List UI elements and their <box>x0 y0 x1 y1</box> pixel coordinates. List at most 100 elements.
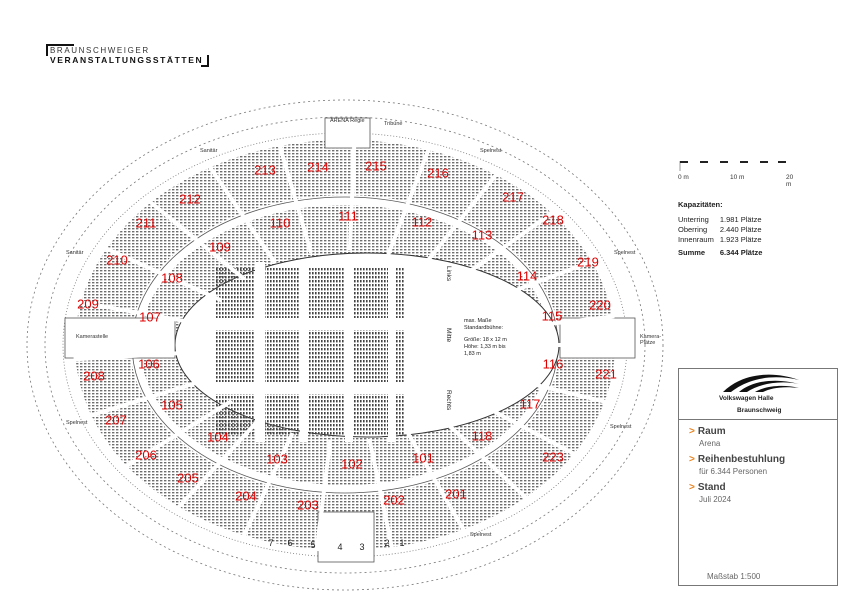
section-divider <box>148 199 246 281</box>
stage-line: max. Maße <box>464 318 492 324</box>
room-block: >Raum Arena <box>689 426 837 448</box>
upper-section-label: 213 <box>254 162 276 178</box>
logo-bracket <box>201 55 210 67</box>
entrance-block-label: 6 <box>287 538 293 548</box>
section-divider <box>78 299 209 328</box>
capacity-value: 1.981 Plätze <box>719 215 762 224</box>
lower-section-label: 114 <box>516 268 538 284</box>
upper-section-label: 203 <box>297 497 319 513</box>
section-divider <box>314 439 333 552</box>
brand-header: Volkswagen Halle Braunschweig <box>679 369 837 420</box>
scale-label: 0 m <box>678 174 689 181</box>
upper-section-label: 223 <box>542 449 564 465</box>
status-label: Stand <box>697 482 726 493</box>
upper-section-label: 202 <box>383 492 405 508</box>
chevron-right-icon: > <box>689 454 695 465</box>
stage-line: 1,83 m <box>464 351 481 357</box>
lower-section-label: 111 <box>338 208 358 224</box>
arena-regie-label: ARENA Regie <box>330 118 365 124</box>
entrance-block-label: 2 <box>384 538 390 548</box>
stage-dimensions: max. Maße Standardbühne: Größe: 18 x 12 … <box>464 318 507 358</box>
scale-label: 20 m <box>786 174 794 188</box>
upper-section-label: 201 <box>445 486 467 502</box>
capacity-name: Innenraum <box>678 235 714 244</box>
entrance-block-label: 7 <box>268 538 274 548</box>
section-dividers <box>73 138 617 552</box>
upper-section-label: 206 <box>135 447 157 463</box>
spot-label: Spelnest <box>66 420 88 426</box>
section-divider <box>88 375 215 418</box>
spot-label: Spelnest <box>480 148 502 154</box>
seating-label: Reihenbestuhlung <box>697 454 786 465</box>
sanitary-label: Sanitär <box>200 148 218 154</box>
capacity-name: Unterring <box>678 215 709 224</box>
stage-line: Höhe: 1,33 m bis <box>464 344 506 350</box>
upper-section-label: 218 <box>542 212 564 228</box>
section-divider <box>437 414 529 501</box>
brand-city: Braunschweig <box>737 407 782 414</box>
lower-section-label: 103 <box>266 451 288 467</box>
spot-label: Spelnest <box>610 424 632 430</box>
spot-label: Spelnest <box>614 250 636 256</box>
section-divider <box>176 418 261 510</box>
lower-section-label: 118 <box>471 428 493 444</box>
logo-bracket <box>46 44 74 56</box>
section-divider <box>367 438 395 550</box>
section-divider <box>207 164 277 264</box>
lower-section-label: 108 <box>161 270 183 286</box>
upper-section-label: 212 <box>179 191 201 207</box>
lower-section-label: 115 <box>541 308 563 324</box>
camera-left-label: Kamerastelle <box>76 334 109 340</box>
entrances <box>64 117 636 563</box>
lower-section-label: 110 <box>269 215 291 231</box>
upper-section-label: 207 <box>105 412 127 428</box>
capacity-row: Unterring 1.981 Plätze <box>678 215 768 225</box>
lower-section-label: 102 <box>341 456 363 472</box>
upper-section-label: 204 <box>235 488 257 504</box>
section-divider <box>104 245 223 303</box>
entrance-block-label: 1 <box>399 538 405 548</box>
lower-section-label: 105 <box>161 397 183 413</box>
capacity-value: 1.923 Plätze <box>719 235 762 244</box>
lower-section-label: 116 <box>542 356 564 372</box>
brand-swoosh-logo <box>723 374 799 392</box>
upper-section-label: 217 <box>502 189 524 205</box>
upper-section-label: 211 <box>135 215 157 231</box>
venue-logo: BRAUNSCHWEIGER VERANSTALTUNGSSTÄTTEN <box>46 44 210 67</box>
lower-section-label: 112 <box>411 214 433 230</box>
aisles <box>255 262 396 442</box>
floor-block-right: Rechts <box>445 390 452 411</box>
lower-section-label: 107 <box>139 309 161 325</box>
scale-bar: 0 m 10 m 20 m <box>678 158 793 188</box>
upper-section-label: 216 <box>427 165 449 181</box>
info-box: Volkswagen Halle Braunschweig >Raum Aren… <box>678 368 838 586</box>
section-divider <box>472 258 595 309</box>
room-value: Arena <box>699 439 721 448</box>
section-divider <box>73 349 206 362</box>
entrance-block-label: 3 <box>359 542 365 552</box>
section-divider <box>241 432 295 538</box>
scale-ratio: Maßstab 1:500 <box>707 572 761 581</box>
section-divider <box>462 393 577 457</box>
section-divider <box>479 369 607 405</box>
lower-section-label: 101 <box>412 450 434 466</box>
upper-section-label: 220 <box>589 297 611 313</box>
status-value: Juli 2024 <box>699 495 732 504</box>
stage-line: Standardbühne: <box>464 325 504 331</box>
stage-line: Größe: 18 x 12 m <box>464 337 507 343</box>
lower-section-label: 109 <box>209 239 231 255</box>
seating-block: >Reihenbestuhlung für 6.344 Personen <box>689 454 837 476</box>
section-divider <box>347 138 357 251</box>
camera-right-label: Kamera-Plätze <box>640 334 662 346</box>
entrance-block-label: 5 <box>310 540 316 550</box>
room-label: Raum <box>697 426 726 437</box>
logo-line2: VERANSTALTUNGSSTÄTTEN <box>50 55 204 65</box>
section-divider <box>451 210 555 286</box>
floor-block-left: Links <box>445 266 452 282</box>
scale-bar-graphic <box>679 161 786 171</box>
brand-name: Volkswagen Halle <box>719 395 774 402</box>
